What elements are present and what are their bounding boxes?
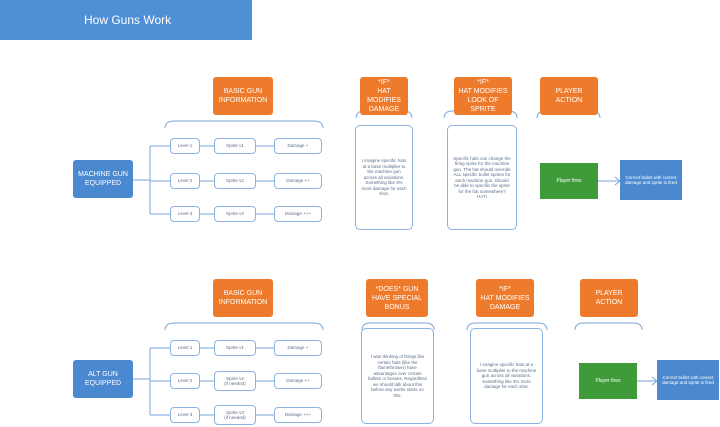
header-player-action: PLAYER ACTION <box>580 279 638 317</box>
player-fires-box: Player fires <box>579 363 637 399</box>
gun-machine-gun-equipped: MACHINE GUN EQUIPPED <box>73 160 133 198</box>
gun-alt-gun-equipped: ALT GUN EQUIPPED <box>73 360 133 398</box>
damage-node: Damage + <box>274 138 322 154</box>
damage-node: Damage +++ <box>274 206 322 222</box>
header-basic-gun-information: BASIC GUN INFORMATION <box>213 77 273 115</box>
sprite-node: Sprite v2 <box>214 173 256 189</box>
level-node: Level 2 <box>170 173 200 189</box>
damage-node: Damage +++ <box>274 407 322 423</box>
header-basic-gun-information: BASIC GUN INFORMATION <box>213 279 273 317</box>
header-does-gun-have-special-bonus: *DOES* GUN HAVE SPECIAL BONUS <box>366 279 428 317</box>
note-hat-sprite: Specific hats can change the firing spri… <box>447 125 517 230</box>
header-hat-modifies-damage: *IF* HAT MODIFIES DAMAGE <box>476 279 534 317</box>
sprite-node: Sprite v3 (if needed) <box>214 405 256 425</box>
level-node: Level 3 <box>170 206 200 222</box>
level-node: Level 2 <box>170 373 200 389</box>
header-hat-modifies-sprite: *IF* HAT MODIFIES LOOK OF SPRITE <box>454 77 512 115</box>
header-player-action: PLAYER ACTION <box>540 77 598 115</box>
level-node: Level 1 <box>170 138 200 154</box>
sprite-node: Sprite v1 <box>214 340 256 356</box>
level-node: Level 3 <box>170 407 200 423</box>
level-node: Level 1 <box>170 340 200 356</box>
damage-node: Damage ++ <box>274 173 322 189</box>
sprite-node: Sprite v3 <box>214 206 256 222</box>
page-title: How Guns Work <box>0 0 252 40</box>
header-hat-modifies-damage: *IF* HAT MODIFIES DAMAGE <box>360 77 408 115</box>
note-hat-damage: I imagine specific hats at a base multip… <box>355 125 413 230</box>
note-special-bonus: I was thinking of things like certain ha… <box>361 328 434 424</box>
player-fires-box: Player fires <box>540 163 598 199</box>
result-box: Correct bullet with correct damage and s… <box>657 360 719 400</box>
damage-node: Damage + <box>274 340 322 356</box>
damage-node: Damage ++ <box>274 373 322 389</box>
sprite-node: Sprite v1 <box>214 138 256 154</box>
note-hat-damage: I imagine specific hats at a base multip… <box>470 328 543 424</box>
result-box: Correct bullet with correct damage and s… <box>620 160 682 200</box>
sprite-node: Sprite v2 (if needed) <box>214 371 256 391</box>
